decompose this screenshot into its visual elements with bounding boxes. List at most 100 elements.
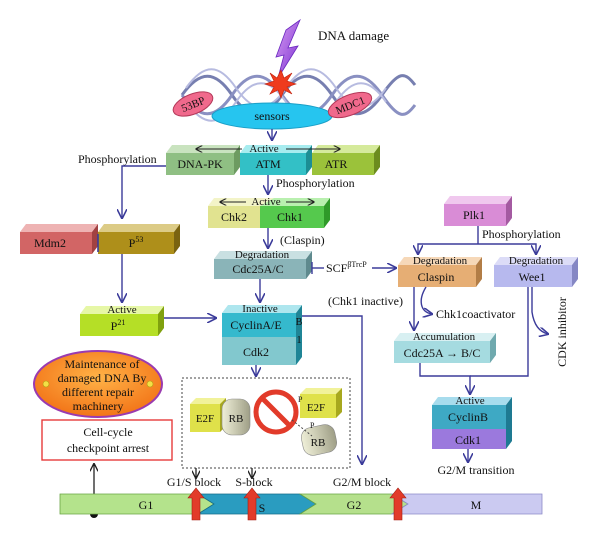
scf-label: SCFβTrcP	[326, 260, 367, 275]
rb-complex-box	[181, 377, 351, 469]
repair-line-1: Maintenance of	[65, 357, 140, 371]
arrest-line-2: checkpoint arrest	[67, 441, 150, 455]
claspin-node: Degradation Claspin	[398, 255, 482, 287]
repair-line-2: damaged DNA By	[58, 371, 147, 385]
claspin-to-coactivator-arrow	[420, 286, 432, 314]
g1s-block-label: G1/S block	[167, 475, 221, 489]
dnapk-label: DNA-PK	[177, 157, 223, 171]
phosphorylation-mid-label: Phosphorylation	[276, 176, 355, 190]
prohibition-icon	[253, 389, 299, 435]
dna-damage-bolt-icon	[275, 18, 301, 79]
phase-g1-label: G1	[139, 498, 154, 512]
rb-right-cylinder	[301, 424, 337, 456]
cyclinae-label: CyclinA/E	[230, 318, 281, 332]
repair-oval	[33, 350, 163, 418]
dnapk-to-p53-arrow	[122, 165, 166, 218]
wee1-to-cyclinb-line	[470, 287, 529, 377]
cyclinae-b-label: B	[296, 317, 303, 328]
accumulation-text: Cdc25A → B/C	[404, 346, 481, 360]
rb-left-complex: E2F RB	[190, 398, 251, 436]
cdc25ac-label: Cdc25A/C	[232, 262, 283, 276]
sensors-label: sensors	[254, 109, 290, 123]
cyclinae-cdk2-node: Inactive CyclinA/E B 1 Cdk2	[222, 303, 303, 365]
plk1-box	[444, 204, 506, 226]
atr-box	[312, 153, 374, 175]
p53-label: P53	[129, 235, 144, 250]
block-arrow-g2m	[389, 487, 407, 521]
cdk1-box	[432, 429, 506, 449]
cyclinae-inactive-label: Inactive	[242, 303, 278, 315]
cdc25ac-node: Degradation Cdc25A/C	[214, 249, 312, 279]
cell-cycle-timeline: G1 S G2 M	[59, 493, 543, 515]
chk2-label: Chk2	[221, 210, 247, 224]
g2m-transition-label: G2/M transition	[438, 463, 515, 477]
rb-right-label: RB	[311, 437, 326, 449]
wee1-node: Degradation Wee1	[494, 255, 578, 287]
cyclinb-cdk1-node: Active CyclinB Cdk1	[432, 395, 512, 449]
accumulation-node: Accumulation Cdc25A → B/C	[394, 331, 496, 363]
repair-dot-left	[42, 380, 50, 388]
damage-burst-icon	[264, 69, 297, 99]
atm-label: ATM	[255, 157, 281, 171]
cdk1-label: Cdk1	[455, 433, 481, 447]
arrest-line-1: Cell-cycle	[83, 425, 132, 439]
wee1-degradation-label: Degradation	[509, 255, 564, 267]
phase-s-label: S	[259, 501, 266, 515]
repair-line-4: machinery	[73, 399, 124, 413]
mdc1-oval	[327, 91, 373, 119]
block-arrow-s	[243, 487, 261, 521]
checkpoint-kinase-row: Chk2 Chk1 Active	[208, 196, 330, 228]
cyclinb-box	[432, 405, 506, 429]
plk1-to-wee1-arrow	[478, 243, 536, 254]
rb-dissociation-line	[291, 419, 313, 437]
g2m-block-label: G2/M block	[333, 475, 391, 489]
53bp-oval	[172, 91, 214, 117]
p21-active-label: Active	[107, 304, 136, 316]
accumulation-to-cyclinb-arrow	[419, 363, 470, 394]
cyclinb-label: CyclinB	[448, 410, 488, 424]
p21-node: Active P21	[80, 304, 164, 336]
e2f-left-box	[190, 404, 220, 432]
claspin-degradation-label: Degradation	[413, 255, 468, 267]
rb-right-phosphate: P	[310, 421, 315, 430]
kinase-active-label: Active	[249, 143, 278, 155]
wee1-to-cdk-inhibitor-arrow	[531, 287, 548, 334]
phase-m-bar	[390, 493, 543, 515]
mdm2-box	[20, 232, 92, 254]
rb-right-complex: E2F P RB P	[298, 388, 342, 456]
cdc25ac-degradation-label: Degradation	[235, 249, 290, 261]
p21-box	[80, 314, 158, 336]
wee1-box	[494, 265, 572, 287]
plk1-label: Plk1	[463, 208, 485, 222]
cyclinae-1-label: 1	[297, 335, 302, 346]
chk1-inactive-label: (Chk1 inactive)	[328, 294, 403, 308]
kinase-row: DNA-PK ATM ATR Active	[166, 143, 380, 175]
claspin-paren-label: (Claspin)	[280, 233, 325, 247]
cyclinae-box	[222, 313, 296, 337]
e2f-right-label: E2F	[307, 402, 325, 414]
rb-left-label: RB	[229, 413, 244, 425]
accumulation-box	[394, 341, 490, 363]
chk1-box	[260, 206, 324, 228]
repair-dot-right	[146, 380, 154, 388]
phase-m-label: M	[471, 498, 482, 512]
chk1-label: Chk1	[277, 210, 303, 224]
chk1-coactivator-label: Chk1coactivator	[436, 307, 515, 321]
atm-box	[240, 153, 306, 175]
cdk2-box	[222, 337, 296, 365]
e2f-right-box	[300, 394, 336, 418]
p53-box	[98, 232, 174, 254]
chk2-box	[208, 206, 260, 228]
p53-node: Mdm2 P53	[20, 224, 180, 254]
e2f-right-phosphate: P	[298, 395, 303, 404]
atr-label: ATR	[325, 157, 348, 171]
repair-line-3: different repair	[62, 385, 134, 399]
wee1-label: Wee1	[518, 270, 545, 284]
phosphorylation-right-label: Phosphorylation	[482, 227, 561, 241]
mdm2-label: Mdm2	[34, 236, 66, 250]
chk-active-label: Active	[251, 196, 280, 208]
plk1-to-claspin-arrow	[418, 243, 478, 254]
s-block-label: S-block	[235, 475, 272, 489]
cdk2-label: Cdk2	[243, 345, 269, 359]
